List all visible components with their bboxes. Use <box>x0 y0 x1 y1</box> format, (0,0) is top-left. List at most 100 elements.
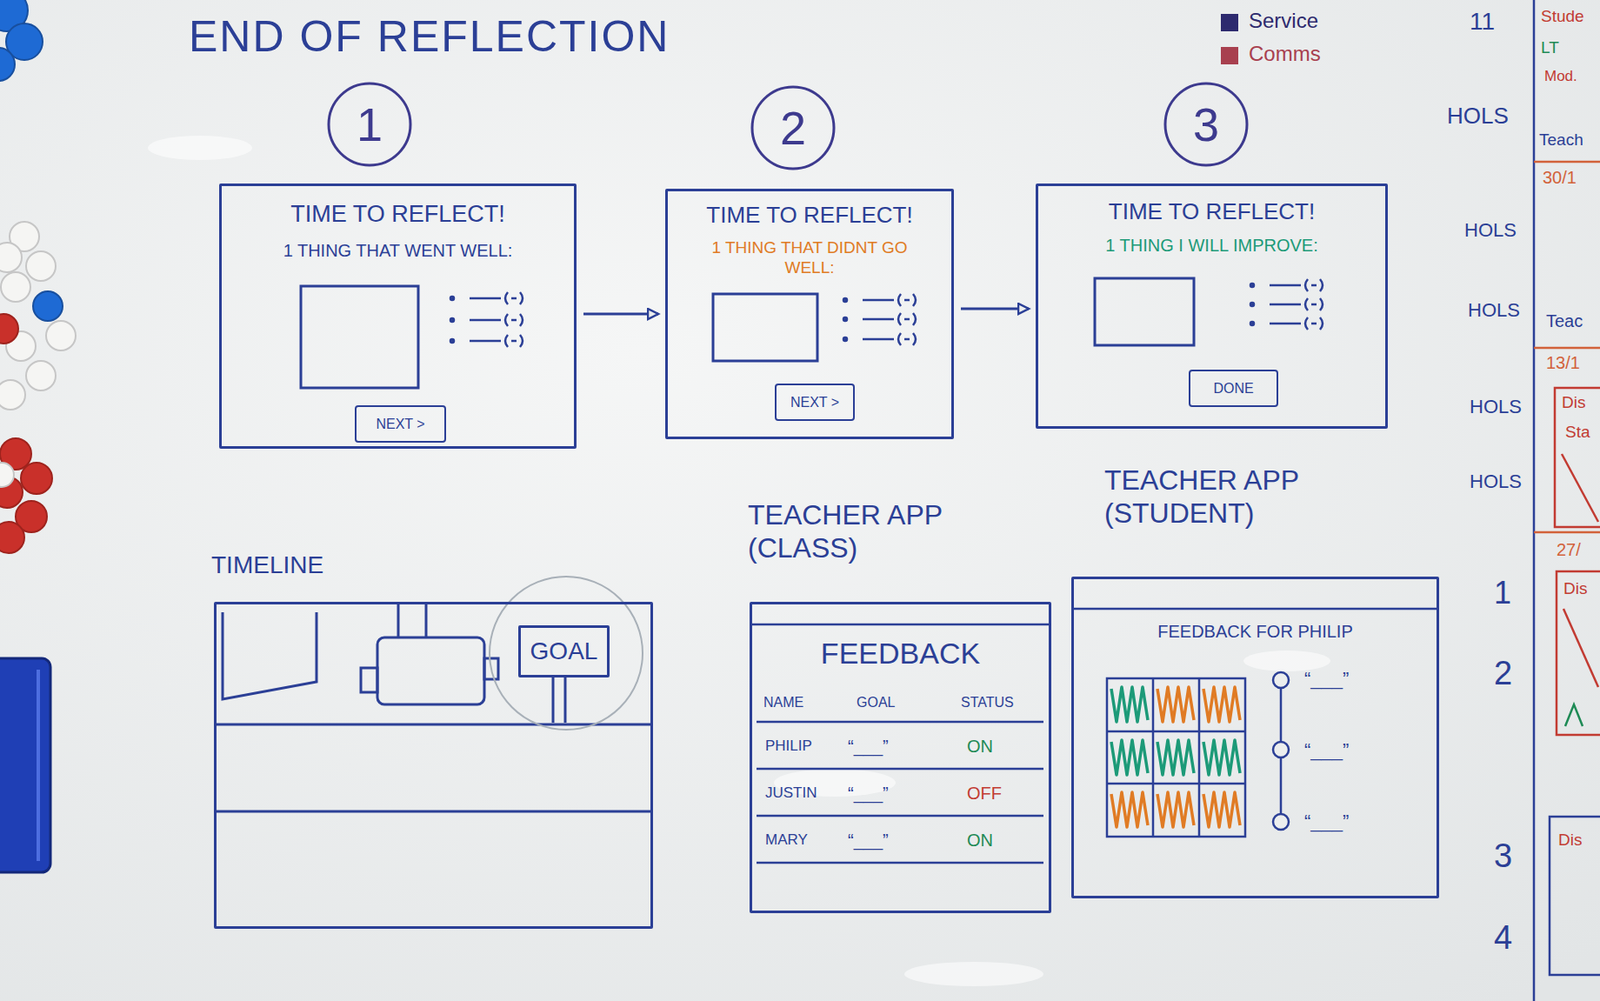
panel-heading: TIMELINE <box>211 550 324 580</box>
button: NEXT > <box>354 405 447 443</box>
eraser <box>0 658 51 873</box>
screen-contents <box>843 293 916 307</box>
screen-contents <box>450 292 523 305</box>
button-label: NEXT > <box>375 415 425 433</box>
board-title: END OF REFLECTION <box>188 10 670 63</box>
student-name: PHILIP <box>765 737 813 755</box>
sign-text: GOAL <box>530 636 599 667</box>
timeline-sketch <box>216 723 651 727</box>
date-note: 27/ <box>1556 539 1581 560</box>
legend-text: Comms <box>1248 41 1321 67</box>
button: DONE <box>1188 369 1279 407</box>
panel-title: FEEDBACK <box>820 635 980 672</box>
feedback-quote: “___” <box>1304 667 1349 691</box>
magnets <box>0 0 76 554</box>
panel-title: FEEDBACK FOR PHILIP <box>1157 620 1354 642</box>
student-feedback-sketch <box>1273 741 1289 758</box>
magnets <box>0 438 53 554</box>
calendar-note: Dis <box>1561 393 1586 414</box>
magnets <box>0 47 15 81</box>
panel-heading: TEACHER APP (STUDENT) <box>1104 463 1366 531</box>
class-table-lines <box>756 814 1044 818</box>
calendar-note: LT <box>1540 38 1560 59</box>
timeline-panel: TIMELINEGOAL <box>213 601 654 929</box>
flow-arrow <box>960 307 1029 311</box>
student-feedback-sketch <box>1106 678 1246 837</box>
timeline-sketch <box>489 576 643 730</box>
student-feedback-sketch <box>1203 740 1240 775</box>
magnets <box>0 242 22 273</box>
planning-strip <box>1563 608 1599 687</box>
holiday-note: HOLS <box>1464 219 1517 242</box>
screen-prompt: 1 THING THAT DIDNT GO WELL: <box>685 238 934 279</box>
eraser <box>36 669 40 861</box>
magnets <box>0 380 26 410</box>
student-feedback-sketch <box>1111 792 1148 827</box>
timeline-sketch <box>377 637 485 705</box>
magnets <box>0 313 19 344</box>
node-text: 1 <box>356 96 383 154</box>
holiday-note: HOLS <box>1469 470 1522 494</box>
planning-strip <box>1565 704 1583 727</box>
planning-strip <box>1549 816 1600 975</box>
student-feedback-sketch <box>1157 686 1194 722</box>
screen-contents <box>713 293 818 361</box>
status-value: ON <box>966 829 994 851</box>
screen-contents <box>843 313 916 326</box>
step-number: 3 <box>1162 80 1250 168</box>
screen-prompt: 1 THING THAT WENT WELL: <box>235 240 560 261</box>
student-feedback-sketch <box>1203 792 1240 827</box>
date-note: 30/1 <box>1542 166 1577 188</box>
planning-strip <box>1533 346 1600 350</box>
magnets <box>26 360 56 391</box>
date-note: 13/1 <box>1546 352 1580 374</box>
timeline-sketch <box>398 604 427 638</box>
goal-quote: “___” <box>847 829 889 851</box>
screen-contents <box>300 278 1323 388</box>
student-name: JUSTIN <box>765 784 818 802</box>
student-feedback-sketch <box>1157 792 1194 827</box>
timeline-sketch <box>360 667 378 693</box>
class-table-lines <box>756 861 1044 865</box>
screen-heading: TIME TO REFLECT! <box>235 200 560 228</box>
magnets <box>0 462 14 487</box>
planning-strip <box>1533 0 1600 1001</box>
planning-strip <box>1561 453 1599 522</box>
button-label: NEXT > <box>790 393 840 411</box>
student-feedback-sketch <box>1273 813 1289 830</box>
button: NEXT > <box>774 383 855 421</box>
table-header: GOAL <box>856 693 895 711</box>
student-feedback-sketch <box>1273 672 1289 688</box>
table-header: NAME <box>763 693 804 711</box>
student-feedback-sketch <box>1073 608 1437 837</box>
legend-swatch <box>1220 46 1239 65</box>
row-number: 11 <box>1469 6 1495 37</box>
goal-quote: “___” <box>847 782 889 804</box>
class-table-lines <box>752 624 1049 863</box>
flow-arrow <box>583 313 659 316</box>
planning-strip <box>1554 387 1600 527</box>
student-feedback-sketch <box>1111 686 1148 722</box>
table-header: STATUS <box>960 693 1014 711</box>
legend-item: Service <box>1220 8 1343 37</box>
legend-text: Service <box>1248 8 1319 34</box>
student-feedback-sketch <box>1203 686 1240 722</box>
screen-contents <box>1250 317 1323 330</box>
glare <box>904 961 1044 987</box>
planning-strip <box>1533 531 1600 534</box>
class-table-lines <box>752 623 1049 627</box>
student-feedback-sketch <box>1073 607 1437 611</box>
row-number: 2 <box>1493 653 1513 694</box>
magnets <box>33 291 63 321</box>
row-number: 4 <box>1493 918 1513 959</box>
planning-strip <box>1556 571 1600 735</box>
eraser <box>0 658 51 873</box>
feedback-quote: “___” <box>1304 810 1349 834</box>
screen-prompt: 1 THING I WILL IMPROVE: <box>1052 234 1372 256</box>
calendar-note: Dis <box>1558 830 1582 851</box>
timeline-sketch <box>553 676 566 723</box>
node-text: 2 <box>780 100 807 157</box>
calendar-note: Dis <box>1563 579 1587 600</box>
teacher-app-panel: TEACHER APP (STUDENT)FEEDBACK FOR PHILIP <box>1071 576 1440 899</box>
